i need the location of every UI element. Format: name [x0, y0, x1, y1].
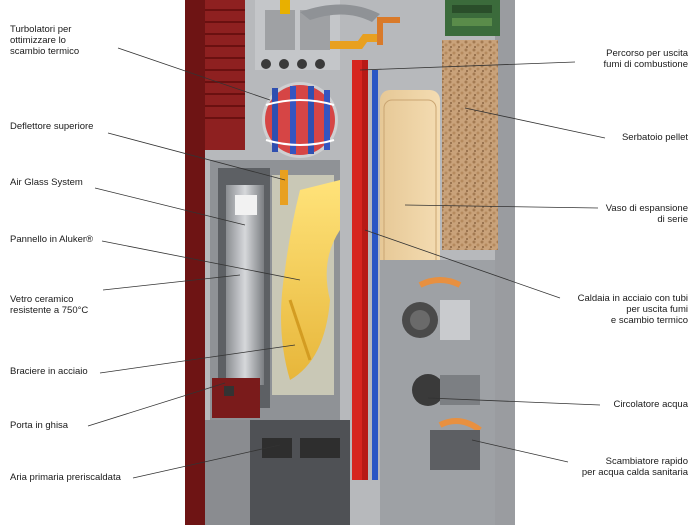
leader-vaso	[404, 204, 599, 209]
turbulator-detail	[262, 82, 338, 158]
leader-deflettore	[107, 132, 286, 181]
leader-air-glass	[94, 187, 246, 226]
label-deflettore: Deflettore superiore	[10, 121, 94, 132]
pellet-hopper	[442, 0, 500, 250]
leader-turbolatori	[117, 47, 271, 101]
leader-pannello	[101, 240, 301, 281]
leader-caldaia	[364, 229, 561, 299]
label-vaso: Vaso di espansione di serie	[605, 203, 688, 225]
label-turbolatori: Turbolatori per ottimizzare lo scambio t…	[10, 24, 80, 57]
label-percorso: Percorso per uscita fumi di combustione	[603, 48, 688, 70]
label-pannello: Pannello in Aluker®	[10, 234, 94, 245]
leader-circolatore	[427, 397, 601, 406]
label-caldaia: Caldaia in acciaio con tubi per uscita f…	[577, 293, 688, 326]
label-scambiatore: Scambiatore rapido per acqua calda sanit…	[581, 456, 688, 478]
leader-lines-left	[87, 47, 301, 479]
turbulators-section	[255, 0, 380, 70]
label-aria: Aria primaria preriscaldata	[10, 472, 121, 483]
leader-percorso	[359, 61, 576, 71]
firebox	[210, 160, 340, 420]
label-air-glass: Air Glass System	[10, 177, 83, 188]
leader-aria	[132, 444, 281, 479]
label-braciere: Braciere in acciaio	[10, 366, 88, 377]
label-serbatoio: Serbatoio pellet	[621, 132, 688, 143]
leader-lines-right	[359, 61, 606, 463]
lower-components	[205, 260, 495, 525]
leader-porta	[87, 382, 226, 427]
water-pipes	[330, 17, 400, 480]
leader-scambiatore	[471, 439, 569, 463]
label-porta: Porta in ghisa	[10, 420, 69, 431]
label-vetro: Vetro ceramico resistente a 750°C	[10, 294, 89, 316]
leader-vetro	[102, 274, 241, 291]
label-circolatore: Circolatore acqua	[613, 399, 688, 410]
leader-serbatoio	[464, 107, 606, 139]
leader-braciere	[99, 344, 296, 374]
